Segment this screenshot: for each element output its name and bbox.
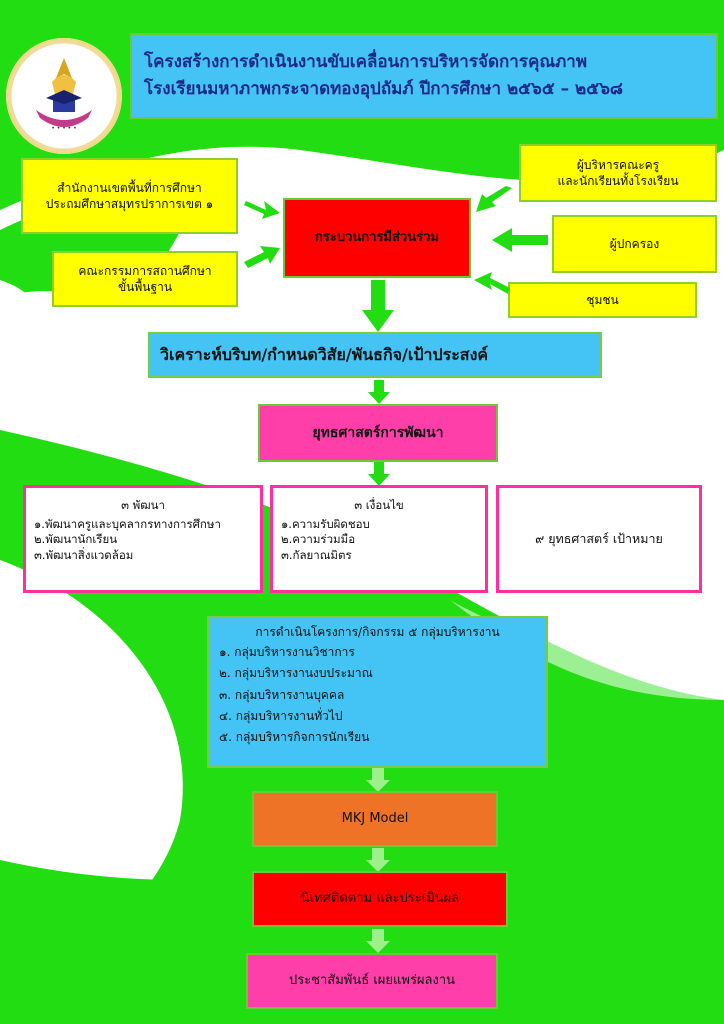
develop-item: ๑.พัฒนาครูและบุคลากรทางการศึกษา <box>34 516 221 531</box>
arrow-down-5 <box>366 768 390 792</box>
strategy-label: ยุทธศาสตร์การพัฒนา <box>312 424 444 441</box>
arrow-parents <box>492 228 548 252</box>
school-logo: • • • • • <box>6 38 122 154</box>
operations-box: การดำเนินโครงการ/กิจกรรม ๕ กลุ่มบริหารงา… <box>207 616 548 768</box>
model-label: MKJ Model <box>341 811 409 827</box>
operations-item: ๕. กลุ่มบริหารกิจการนักเรียน <box>219 729 370 744</box>
participation-process: กระบวนการมีส่วนร่วม <box>283 198 471 278</box>
arrow-community <box>474 272 510 294</box>
model-box: MKJ Model <box>252 791 498 847</box>
stakeholder-admins: ผู้บริหารคณะครู และนักเรียนทั้งโรงเรียน <box>519 144 717 202</box>
operations-item: ๔. กลุ่มบริหารงานทั่วไป <box>219 708 343 723</box>
arrow-down-7 <box>366 929 390 953</box>
admins-line-2: และนักเรียนทั้งโรงเรียน <box>557 174 679 188</box>
school-emblem-icon: • • • • • <box>8 40 120 152</box>
page-title: โครงสร้างการดำเนินงานขับเคลื่อนการบริหาร… <box>130 33 718 119</box>
arrow-admins <box>476 186 512 212</box>
parents-label: ผู้ปกครอง <box>609 236 660 251</box>
title-line-1: โครงสร้างการดำเนินงานขับเคลื่อนการบริหาร… <box>144 52 588 73</box>
arrow-down-4 <box>368 594 390 618</box>
participation-label: กระบวนการมีส่วนร่วม <box>315 230 439 246</box>
targets-box: ๙ ยุทธศาสตร์ เป้าหมาย <box>496 485 702 593</box>
title-line-2: โรงเรียนมหาภาพกระจาดทองอุปถัมภ์ ปีการศึก… <box>144 79 624 99</box>
targets-label: ๙ ยุทธศาสตร์ เป้าหมาย <box>535 530 663 546</box>
operations-item: ๒. กลุ่มบริหารงานงบประมาณ <box>219 666 373 681</box>
svg-text:• • • • •: • • • • • <box>51 125 76 132</box>
develop-heading: ๓ พัฒนา <box>121 498 165 512</box>
stakeholder-office: สำนักงานเขตพื้นที่การศึกษา ประถมศึกษาสมุ… <box>21 158 238 234</box>
monitor-label: นิเทศติดตาม และประเมินผล <box>300 891 460 907</box>
arrow-down-6 <box>366 848 390 872</box>
operations-item: ๓. กลุ่มบริหารงานบุคคล <box>219 687 345 702</box>
admins-line-1: ผู้บริหารคณะครู <box>576 157 660 172</box>
community-label: ชุมชน <box>586 292 619 307</box>
monitor-box: นิเทศติดตาม และประเมินผล <box>252 871 508 927</box>
board-line-1: คณะกรรมการสถานศึกษา <box>78 263 212 278</box>
analysis-label: วิเคราะห์บริบท/กำหนดวิสัย/พันธกิจ/เป้าปร… <box>160 345 489 365</box>
develop-box: ๓ พัฒนา ๑.พัฒนาครูและบุคลากรทางการศึกษา … <box>23 485 263 593</box>
conditions-heading: ๓ เงื่อนไข <box>354 498 404 512</box>
board-line-2: ขั้นพื้นฐาน <box>117 280 173 294</box>
analysis-box: วิเคราะห์บริบท/กำหนดวิสัย/พันธกิจ/เป้าปร… <box>148 332 602 378</box>
conditions-item: ๒.ความร่วมมือ <box>281 532 356 547</box>
arrow-office <box>244 201 280 219</box>
arrow-down-3 <box>368 462 390 486</box>
strategy-box: ยุทธศาสตร์การพัฒนา <box>258 404 498 462</box>
office-line-1: สำนักงานเขตพื้นที่การศึกษา <box>57 180 202 195</box>
arrow-down-1 <box>362 280 394 332</box>
stakeholder-community: ชุมชน <box>508 282 697 318</box>
publicize-label: ประชาสัมพันธ์ เผยแพร่ผลงาน <box>288 973 456 989</box>
stakeholder-board: คณะกรรมการสถานศึกษา ขั้นพื้นฐาน <box>52 251 238 307</box>
office-line-2: ประถมศึกษาสมุทรปราการเขต ๑ <box>45 197 214 211</box>
conditions-box: ๓ เงื่อนไข ๑.ความรับผิดชอบ ๒.ความร่วมมือ… <box>270 485 488 593</box>
operations-item: ๑. กลุ่มบริหารงานวิชาการ <box>219 645 355 660</box>
arrow-board <box>244 246 280 268</box>
develop-item: ๒.พัฒนานักเรียน <box>34 532 118 547</box>
conditions-item: ๑.ความรับผิดชอบ <box>281 516 370 531</box>
publicize-box: ประชาสัมพันธ์ เผยแพร่ผลงาน <box>246 953 498 1009</box>
develop-item: ๓.พัฒนาสิ่งแวดล้อม <box>34 547 134 562</box>
stakeholder-parents: ผู้ปกครอง <box>552 215 717 273</box>
conditions-item: ๓.กัลยาณมิตร <box>281 547 352 562</box>
operations-heading: การดำเนินโครงการ/กิจกรรม ๕ กลุ่มบริหารงา… <box>255 625 500 639</box>
arrow-down-2 <box>368 380 390 404</box>
